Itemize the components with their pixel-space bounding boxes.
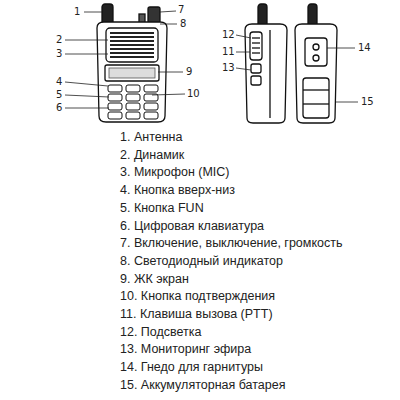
monitor-key [251, 76, 261, 85]
callout-number: 6 [56, 102, 62, 114]
side-body [245, 24, 287, 123]
keypad-key [144, 85, 158, 92]
keypad-key [126, 85, 140, 92]
legend-item: 7. Включение, выключение, громкость [120, 236, 342, 251]
callout-number: 7 [178, 4, 184, 16]
legend-item: 15. Аккумуляторная батарея [120, 378, 286, 393]
callout-number: 14 [358, 42, 371, 54]
keypad-key [126, 112, 140, 119]
callout-number: 3 [56, 48, 62, 60]
legend-item: 3. Микрофон (MIC) [120, 165, 230, 180]
callout-number: 2 [56, 34, 62, 46]
legend-item: 13. Мониторинг эфира [120, 342, 251, 357]
keypad [108, 85, 158, 119]
keypad-key [108, 94, 122, 101]
keypad-key [144, 112, 158, 119]
callout-number: 5 [56, 89, 62, 101]
callout-number: 8 [180, 18, 186, 30]
back-body [295, 24, 337, 123]
keypad-key [108, 103, 122, 110]
legend-item: 9. ЖК экран [120, 272, 189, 287]
speaker-grille [110, 32, 154, 58]
callout-number: 1 [74, 6, 80, 18]
radio-body [97, 22, 167, 122]
legend-item: 10. Кнопка подтверждения [120, 289, 275, 304]
knob [148, 7, 160, 23]
keypad-key [108, 85, 122, 92]
callout-number: 4 [56, 76, 62, 88]
legend-item: 6. Цифровая клавиатура [120, 219, 264, 234]
legend-item: 5. Кнопка FUN [120, 201, 204, 216]
battery [303, 78, 329, 118]
legend-item: 4. Кнопка вверх-низ [120, 183, 235, 198]
lcd-screen [105, 65, 159, 81]
callout-number: 11 [222, 46, 235, 58]
lcd-digits [109, 68, 155, 78]
callout-number: 12 [222, 29, 235, 41]
legend-item: 8. Светодиодный индикатор [120, 254, 283, 269]
ptt-key [250, 32, 262, 60]
legend-item: 14. Гнедо для гарнитуры [120, 360, 263, 375]
keypad-key [144, 103, 158, 110]
keypad-key [108, 112, 122, 119]
keypad-key [126, 94, 140, 101]
callout-number: 13 [222, 62, 235, 74]
callout-number: 15 [361, 96, 374, 108]
callout-number: 9 [186, 66, 192, 78]
keypad-key [126, 103, 140, 110]
headset-jack-cover [305, 38, 327, 66]
callout-number: 10 [187, 88, 200, 100]
legend-item: 2. Динамик [120, 148, 184, 163]
leader-lines [65, 11, 358, 108]
legend-item: 12. Подсветка [120, 325, 202, 340]
legend-item: 1. Антенна [120, 130, 182, 145]
legend-item: 11. Клавиша вызова (PTT) [120, 307, 273, 322]
light-key [251, 64, 261, 73]
speaker [106, 28, 158, 62]
